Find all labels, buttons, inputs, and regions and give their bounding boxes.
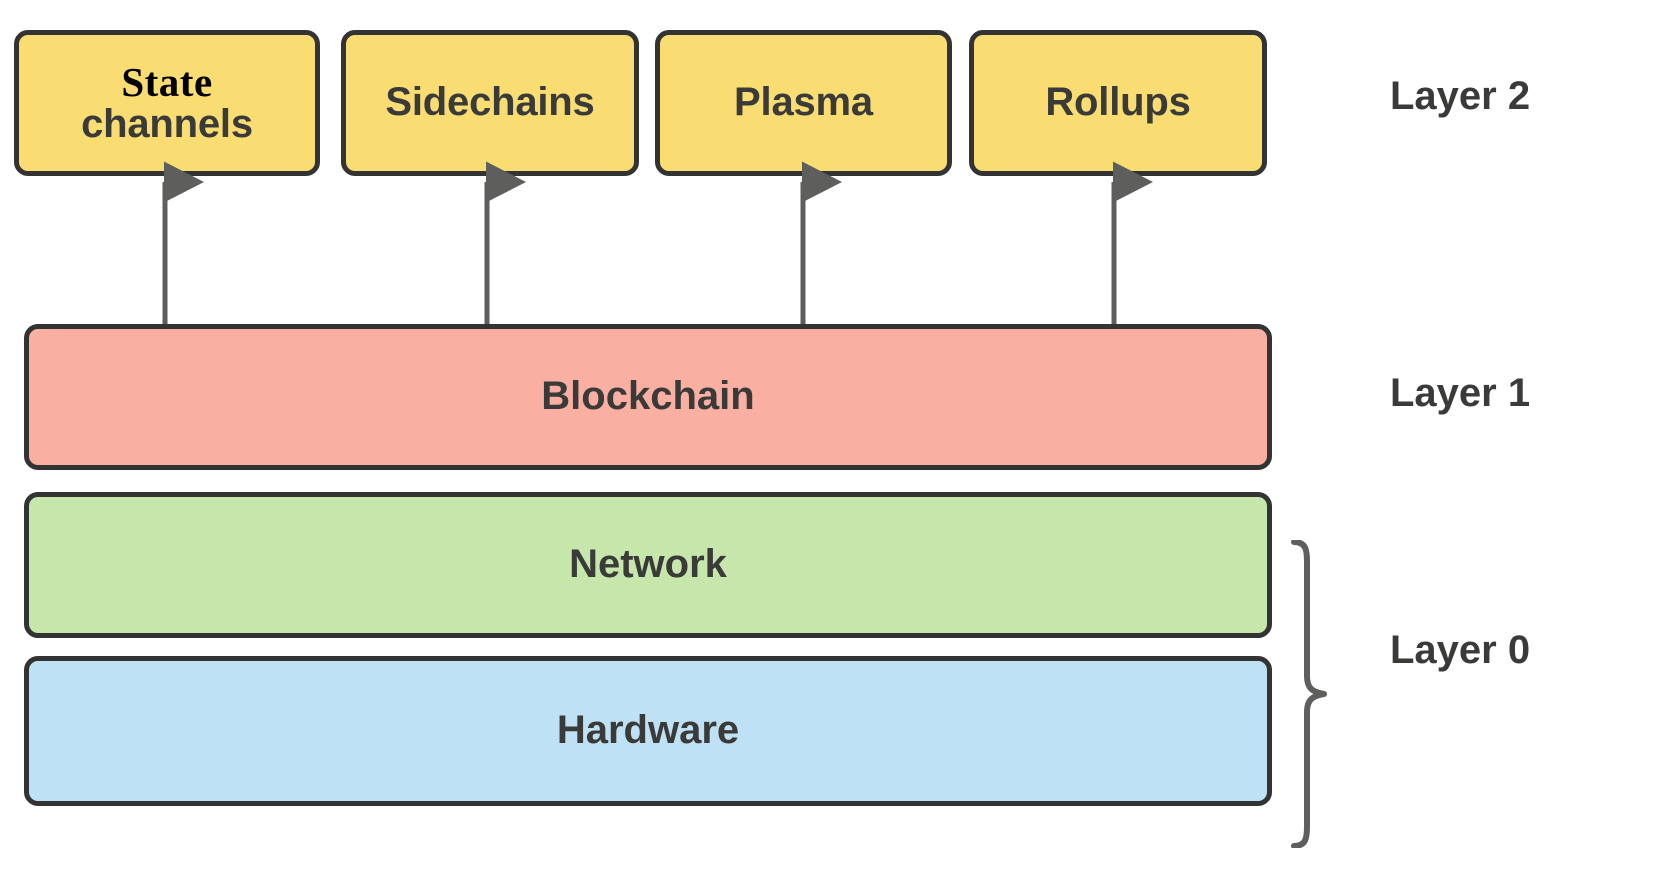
node-network[interactable]: Network (24, 492, 1272, 638)
node-blockchain-label: Blockchain (541, 374, 755, 419)
node-state-channels-label-line2: channels (81, 101, 253, 146)
node-plasma-label: Plasma (734, 80, 873, 125)
node-state-channels-label-line1: State (121, 58, 213, 105)
node-state-channels-label: State channels (81, 58, 253, 146)
node-sidechains-label: Sidechains (385, 80, 595, 125)
layer0-grouping-brace-icon (1291, 540, 1327, 848)
node-state-channels[interactable]: State channels (14, 30, 320, 176)
node-blockchain[interactable]: Blockchain (24, 324, 1272, 470)
node-network-label: Network (569, 542, 727, 587)
node-rollups-label: Rollups (1045, 80, 1191, 125)
node-rollups[interactable]: Rollups (969, 30, 1267, 176)
caption-layer-2: Layer 2 (1390, 74, 1531, 118)
caption-layer-1: Layer 1 (1390, 371, 1531, 415)
caption-layer-0: Layer 0 (1390, 628, 1531, 672)
node-plasma[interactable]: Plasma (655, 30, 952, 176)
node-sidechains[interactable]: Sidechains (341, 30, 639, 176)
node-hardware-label: Hardware (556, 708, 740, 753)
node-hardware[interactable]: Hardware (24, 656, 1272, 806)
